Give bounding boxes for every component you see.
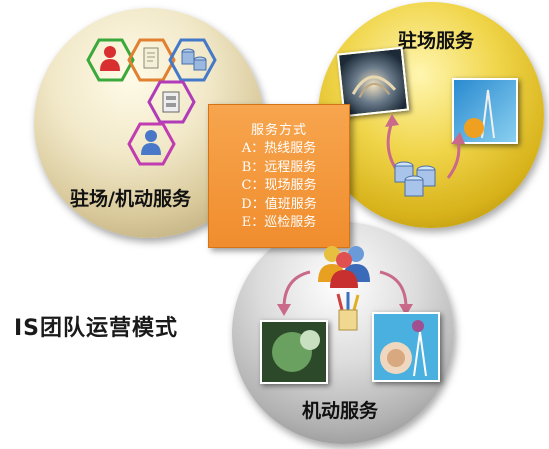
user-blue-icon [141, 130, 161, 155]
service-mode-item: E：巡检服务 [241, 215, 317, 230]
photo-fractal [336, 46, 410, 118]
users-icon [318, 246, 370, 288]
user-red-icon [100, 46, 120, 71]
server-icon [162, 91, 180, 113]
photo-shell [372, 312, 440, 382]
sphere-mobile-label: 机动服务 [302, 400, 379, 422]
photo-green [260, 320, 328, 384]
service-mode-item: B：远程服务 [241, 159, 317, 175]
database-cluster-icon [394, 161, 436, 197]
arrows-bottom [277, 270, 413, 316]
sphere-onsite-label: 驻场服务 [398, 30, 475, 52]
service-mode-item: D：值班服务 [241, 196, 317, 212]
service-modes-box: 服务方式 A：热线服务 B：远程服务 C：现场服务 D：值班服务 E：巡检服务 [208, 104, 350, 248]
document-icon [143, 47, 159, 69]
photo-tower [452, 78, 518, 144]
hexagon-icon-cluster [86, 38, 217, 166]
page-title: IS团队运营模式 [14, 316, 179, 341]
pencil-cup-icon [336, 292, 360, 331]
service-mode-item: A：热线服务 [241, 141, 317, 156]
service-modes-title: 服务方式 [250, 123, 307, 138]
sphere-onsite-mobile-label: 驻场/机动服务 [70, 188, 191, 210]
database-icon [181, 48, 207, 71]
service-mode-item: C：现场服务 [241, 178, 317, 193]
